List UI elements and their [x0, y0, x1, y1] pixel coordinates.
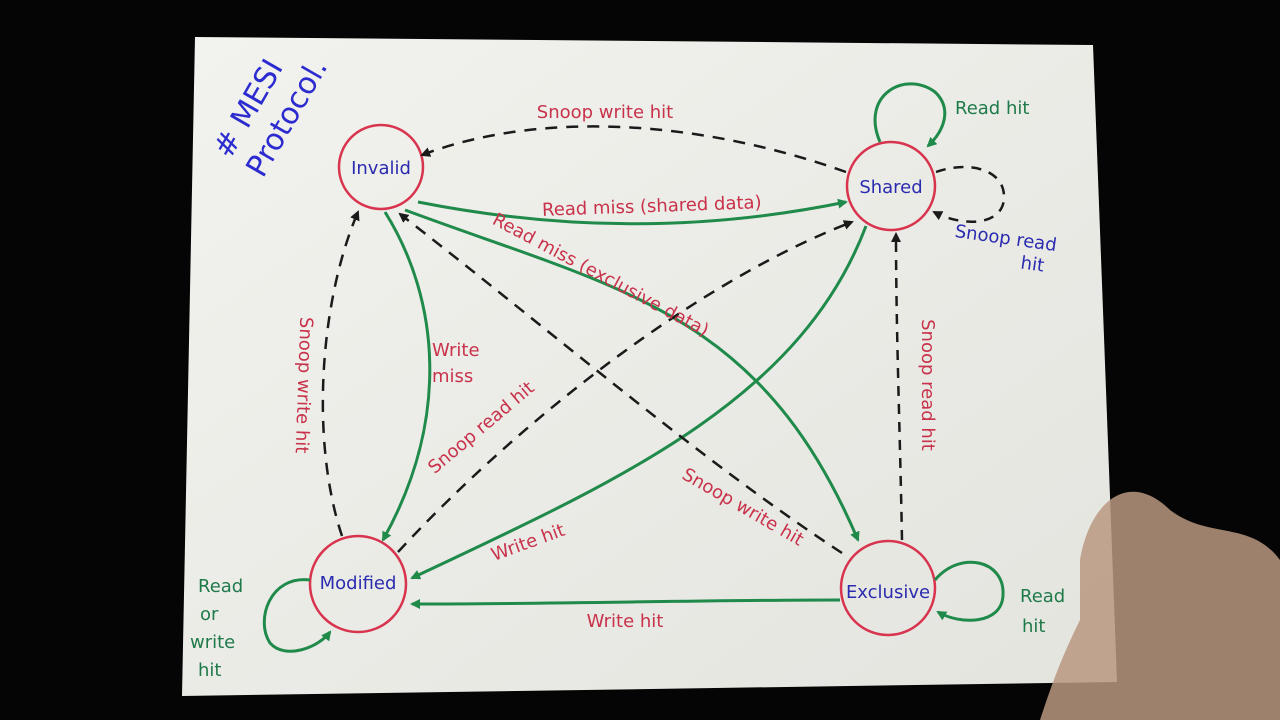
state-shared: Shared — [845, 140, 937, 232]
arrow-shared-to-modified — [410, 225, 868, 580]
label-text: miss — [432, 366, 473, 387]
label-text: hit — [1022, 616, 1045, 637]
loop-shared-read-hit — [873, 82, 947, 148]
arrow-invalid-to-exclusive — [404, 208, 860, 542]
label-write-hit-bottom: Write hit — [587, 611, 664, 632]
arrow-shared-to-invalid-dashed — [420, 125, 847, 174]
arrow-invalid-to-modified — [381, 211, 432, 542]
label-read-hit-shared: Read hit — [955, 98, 1029, 119]
loop-exclusive-read-hit — [933, 560, 1005, 622]
arrow-exclusive-to-invalid-dashed — [398, 212, 843, 555]
label-text: Write — [432, 340, 480, 361]
state-modified: Modified — [308, 534, 408, 634]
state-exclusive: Exclusive — [839, 539, 937, 637]
arrow-invalid-to-shared — [417, 198, 848, 226]
paper-sheet — [182, 37, 1117, 696]
label-snoop-write-hit-left: Snoop write hit — [291, 317, 317, 454]
label-read-hit-exclusive: Read hit — [1020, 586, 1065, 637]
label-text: hit — [198, 660, 221, 681]
label-text: write — [190, 632, 235, 653]
label-snoop-read-hit-right: Snoop read hit — [917, 319, 938, 451]
state-shared-label: Shared — [859, 177, 922, 198]
arrow-exclusive-to-shared-dashed — [891, 232, 904, 541]
hand-shape — [1040, 491, 1280, 720]
label-text: Read — [198, 576, 243, 597]
label-text: or — [200, 604, 219, 625]
state-modified-label: Modified — [320, 573, 397, 594]
loop-modified-read-write-hit — [262, 578, 332, 653]
label-read-or-write-hit: Read or write hit — [190, 576, 243, 681]
label-snoop-write-hit-top: Snoop write hit — [537, 102, 673, 123]
arrow-exclusive-to-modified — [410, 598, 841, 609]
state-invalid-label: Invalid — [351, 158, 411, 179]
state-invalid: Invalid — [337, 123, 425, 211]
label-text: Read — [1020, 586, 1065, 607]
label-text: hit — [1019, 252, 1045, 276]
state-exclusive-label: Exclusive — [846, 582, 930, 603]
arrow-modified-to-shared-dashed — [397, 220, 854, 553]
label-write-miss: Write miss — [432, 340, 480, 387]
